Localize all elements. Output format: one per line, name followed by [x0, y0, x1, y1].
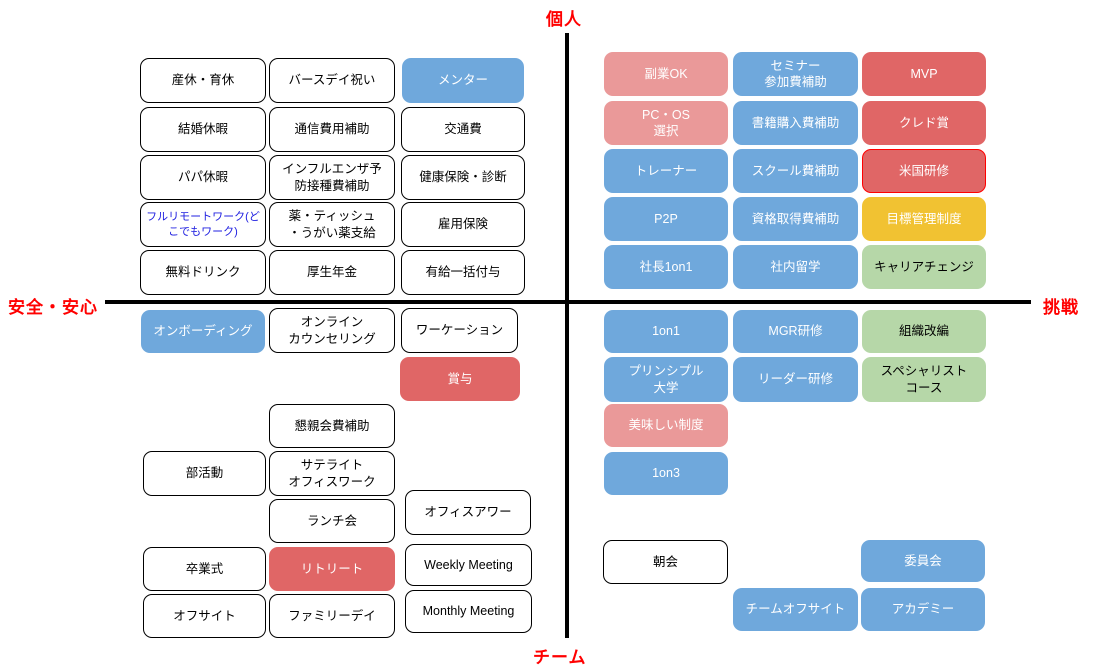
- matrix-box: 薬・ティッシュ ・うがい薬支給: [269, 202, 395, 247]
- matrix-box: Weekly Meeting: [405, 544, 532, 586]
- matrix-box: オンボーディング: [141, 310, 265, 353]
- matrix-box: 結婚休暇: [140, 107, 266, 152]
- matrix-box: セミナー 参加費補助: [733, 52, 858, 96]
- matrix-box: MGR研修: [733, 310, 858, 353]
- matrix-box: チームオフサイト: [733, 588, 858, 631]
- matrix-box: キャリアチェンジ: [862, 245, 986, 289]
- vertical-axis-line: [565, 33, 569, 638]
- matrix-box: ファミリーデイ: [269, 594, 395, 638]
- matrix-box: MVP: [862, 52, 986, 96]
- matrix-box: リトリート: [269, 547, 395, 591]
- matrix-box: 卒業式: [143, 547, 266, 591]
- matrix-box: アカデミー: [861, 588, 985, 631]
- matrix-box: パパ休暇: [140, 155, 266, 200]
- matrix-box: 賞与: [400, 357, 520, 401]
- matrix-box: 通信費用補助: [269, 107, 395, 152]
- matrix-box: 委員会: [861, 540, 985, 582]
- matrix-box: 副業OK: [604, 52, 728, 96]
- matrix-box: オフィスアワー: [405, 490, 531, 535]
- matrix-box: 無料ドリンク: [140, 250, 266, 295]
- axis-label-bottom: チーム: [533, 648, 587, 667]
- matrix-box: 米国研修: [862, 149, 986, 193]
- matrix-box: 1on1: [604, 310, 728, 353]
- matrix-box: 資格取得費補助: [733, 197, 858, 241]
- matrix-box: 目標管理制度: [862, 197, 986, 241]
- horizontal-axis-line: [105, 300, 1031, 304]
- matrix-box: スクール費補助: [733, 149, 858, 193]
- matrix-box: 健康保険・診断: [401, 155, 525, 200]
- matrix-box: 有給一括付与: [401, 250, 525, 295]
- matrix-box: オンライン カウンセリング: [269, 308, 395, 353]
- matrix-box: スペシャリスト コース: [862, 357, 986, 402]
- matrix-box: メンター: [402, 58, 524, 103]
- matrix-box: バースデイ祝い: [269, 58, 395, 103]
- matrix-box: P2P: [604, 197, 728, 241]
- axis-label-left: 安全・安心: [8, 298, 98, 317]
- matrix-box: Monthly Meeting: [405, 590, 532, 633]
- matrix-box: 社長1on1: [604, 245, 728, 289]
- matrix-box: オフサイト: [143, 594, 266, 638]
- matrix-box: 1on3: [604, 452, 728, 495]
- matrix-box: 美味しい制度: [604, 404, 728, 447]
- matrix-box: PC・OS 選択: [604, 101, 728, 145]
- axis-label-right: 挑戦: [1043, 298, 1079, 317]
- matrix-box: リーダー研修: [733, 357, 858, 402]
- matrix-box: 産休・育休: [140, 58, 266, 103]
- matrix-box: クレド賞: [862, 101, 986, 145]
- matrix-box: 社内留学: [733, 245, 858, 289]
- matrix-box: 朝会: [603, 540, 728, 584]
- matrix-box: フルリモートワーク(ど こでもワーク): [140, 202, 266, 247]
- matrix-box: 交通費: [401, 107, 525, 152]
- matrix-box: トレーナー: [604, 149, 728, 193]
- matrix-box: サテライト オフィスワーク: [269, 451, 395, 496]
- matrix-box: ワーケーション: [401, 308, 518, 353]
- matrix-box: プリンシプル 大学: [604, 357, 728, 402]
- matrix-box: 書籍購入費補助: [733, 101, 858, 145]
- matrix-box: ランチ会: [269, 499, 395, 543]
- matrix-box: インフルエンザ予 防接種費補助: [269, 155, 395, 200]
- matrix-box: 組織改編: [862, 310, 986, 353]
- axis-label-top: 個人: [546, 10, 582, 29]
- matrix-box: 部活動: [143, 451, 266, 496]
- matrix-box: 懇親会費補助: [269, 404, 395, 448]
- matrix-box: 厚生年金: [269, 250, 395, 295]
- matrix-box: 雇用保険: [401, 202, 525, 247]
